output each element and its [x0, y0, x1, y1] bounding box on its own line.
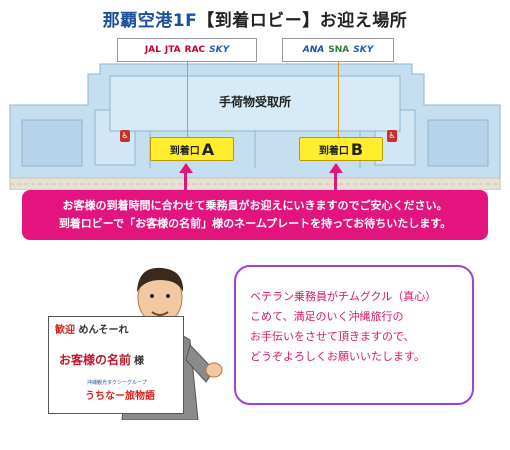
baggage-claim-label: 手荷物受取所 [218, 95, 291, 109]
logo-sky-right: SKY [353, 45, 374, 55]
sign-brand: うちなー旅物語 [85, 391, 155, 402]
arrow-line-b [334, 172, 337, 192]
arrow-up-icon [329, 163, 343, 173]
sign-welcome-kanji: 歓迎 [55, 325, 75, 336]
restroom-icon: ♿ [387, 130, 397, 142]
restroom-icon: ♿ [120, 130, 130, 142]
logo-ana: ANA [302, 45, 325, 55]
page-title: 那覇空港1F【到着ロビー】お迎え場所 [0, 6, 510, 31]
logo-sky: SKY [209, 45, 230, 55]
airline-logos-left: JAL JTA RAC SKY [117, 38, 257, 62]
speech-message-box: ベテラン乗務員がチムグクル（真心） こめて、満足のいく沖縄旅行の お手伝いをさせ… [234, 265, 474, 405]
speech-line-2: こめて、満足のいく沖縄旅行の [250, 310, 404, 323]
arrow-line-a [184, 172, 187, 192]
title-rest: 【到着ロビー】お迎え場所 [197, 11, 408, 31]
sign-welcome: 歓迎 めんそーれ [55, 321, 128, 336]
title-location: 那覇空港1F [102, 11, 198, 31]
gate-b-letter: B [350, 139, 364, 159]
speech-line-1: ベテラン乗務員がチムグクル（真心） [250, 290, 437, 303]
sign-name-text: お客様の名前 [59, 353, 132, 367]
sign-customer-name: お客様の名前様 [59, 351, 144, 368]
sign-company: 沖縄観光タクシーグループ [87, 380, 147, 386]
speech-line-3: お手伝いをさせて頂きますので、 [250, 330, 415, 343]
floor-map [0, 0, 510, 190]
speech-line-4: どうぞよろしくお願いいたします。 [250, 350, 425, 363]
banner-line-1: お客様の到着時間に合わせて乗務員がお迎えにいきますのでご安心ください。 [62, 199, 448, 212]
connector-left [187, 62, 188, 137]
gate-a-prefix: 到着口 [169, 145, 200, 157]
connector-right [338, 62, 339, 137]
sign-sama: 様 [134, 356, 145, 367]
arrow-up-icon [179, 163, 193, 173]
pickup-notice-banner: お客様の到着時間に合わせて乗務員がお迎えにいきますのでご安心ください。 到着ロビ… [22, 190, 488, 240]
logo-jta: JTA [164, 45, 181, 55]
logo-jal: JAL [144, 45, 161, 55]
banner-line-2: 到着ロビーで「お客様の名前」様のネームプレートを持ってお待ちいたします。 [58, 217, 452, 230]
name-sign: 歓迎 めんそーれ お客様の名前様 沖縄観光タクシーグループ うちなー旅物語 [48, 316, 184, 414]
airline-logos-right: ANA SNA SKY [282, 38, 394, 62]
gate-b-prefix: 到着口 [318, 145, 349, 157]
gate-a-letter: A [201, 139, 215, 159]
sign-welcome-okinawan: めんそーれ [78, 325, 129, 336]
logo-sna: SNA [328, 45, 350, 55]
logo-rac: RAC [184, 45, 206, 55]
